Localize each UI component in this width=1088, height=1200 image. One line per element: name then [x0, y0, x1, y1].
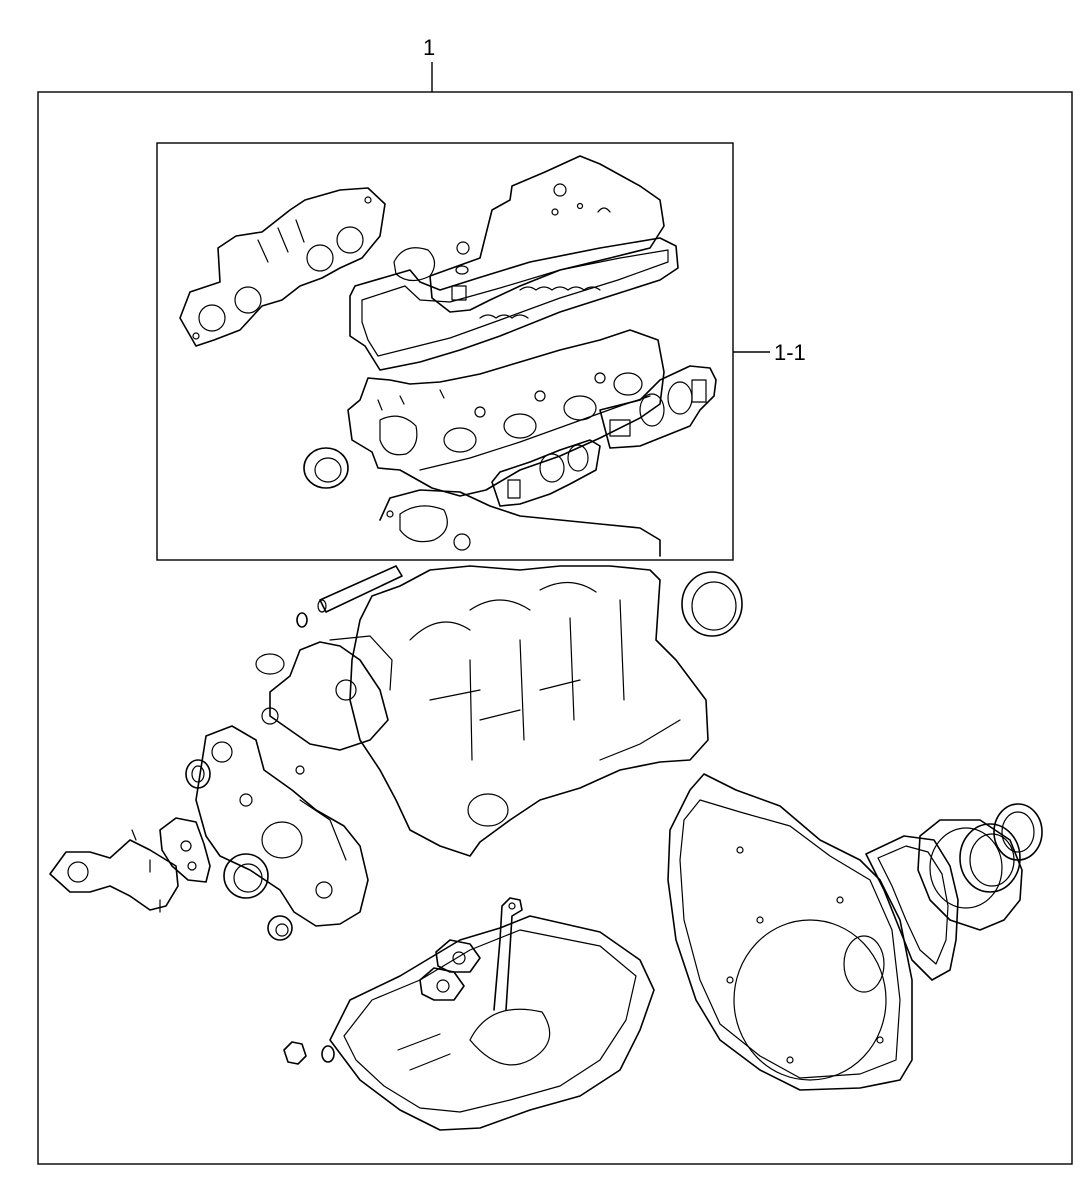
pan-gasket-small-2: [419, 967, 465, 1001]
cylinder-block: [349, 565, 709, 857]
small-o-ring: [296, 612, 308, 628]
front-cover: [195, 725, 369, 927]
exhaust-manifold-gasket: [179, 187, 386, 347]
callout-1[interactable]: 1: [423, 35, 435, 92]
oil-seal-small-2: [185, 759, 211, 789]
front-oil-seal-small: [303, 447, 349, 489]
intake-manifold-gasket: [599, 365, 717, 449]
head-gasket: [379, 489, 661, 557]
drain-washer: [321, 1045, 335, 1063]
timing-cover-gasket: [159, 817, 211, 883]
oil-pan: [329, 915, 655, 1131]
dipstick-tube: [317, 565, 403, 613]
front-crank-seal: [223, 853, 269, 899]
oil-seal-small-2-inner: [191, 765, 205, 783]
oil-strainer: [49, 829, 179, 913]
callout-1-label: 1: [423, 35, 435, 60]
rear-seal-retainer: [917, 803, 1043, 931]
oil-gauge-guide: [493, 897, 523, 1011]
manifold-gasket-lower: [491, 439, 601, 507]
small-seal-bottom: [267, 915, 293, 941]
drain-plug: [283, 1041, 307, 1065]
water-pump: [255, 635, 393, 751]
outer-frame: [37, 91, 1073, 1165]
rear-end-plate: [667, 773, 913, 1091]
adapter-gasket: [865, 835, 959, 981]
cylinder-head: [347, 329, 665, 497]
callout-1-1[interactable]: 1-1: [733, 340, 806, 365]
head-cover-gasket: [349, 237, 679, 371]
subkit-frame: [156, 142, 734, 561]
rear-oil-seal: [681, 571, 743, 637]
callout-1-1-label: 1-1: [774, 340, 806, 365]
pan-gasket-small-1: [435, 939, 481, 973]
